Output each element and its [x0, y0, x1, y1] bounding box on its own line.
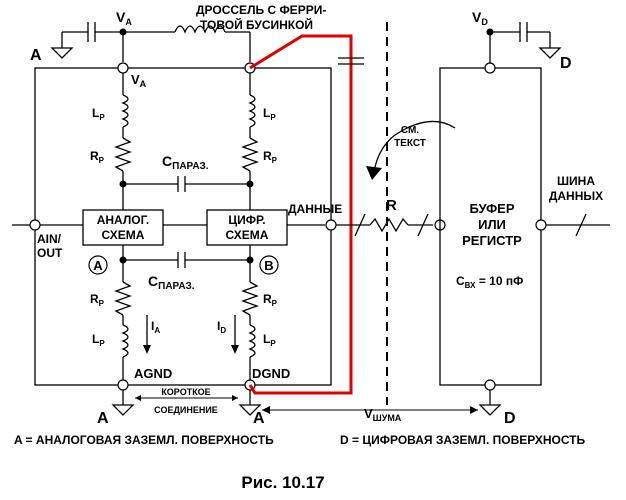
buffer-label-1: БУФЕР	[469, 201, 514, 216]
node-a-label: A	[93, 258, 103, 273]
va-inner-label: VA	[131, 72, 147, 89]
vnoise-label: VШУМА	[364, 406, 402, 423]
agnd-label: AGND	[134, 366, 172, 381]
node-b-label: B	[264, 258, 273, 273]
choke-label-1: ДРОССЕЛЬ С ФЕРРИ-	[196, 3, 326, 17]
resistor-rp-left-top	[114, 137, 132, 172]
data-label: ДАННЫЕ	[288, 202, 342, 216]
ground-symbol-a2	[238, 404, 262, 416]
lp-label-lb: LP	[92, 332, 105, 348]
ain-label-1: AIN/	[37, 232, 62, 246]
va-pin-analog	[117, 62, 129, 74]
see-text-label-2: ТЕКСТ	[394, 138, 426, 149]
inductor-lp-right-bottom	[248, 324, 256, 358]
id-label: ID	[217, 319, 226, 335]
gnd-d-label: D	[504, 410, 516, 427]
buffer-gnd-pin	[484, 379, 496, 391]
digital-block-label-2: СХЕМА	[226, 228, 269, 242]
dgnd-label: DGND	[252, 366, 290, 381]
choke-label-2: ТОВОЙ БУСИНКОЙ	[200, 17, 313, 32]
ground-symbol-a1	[111, 404, 135, 416]
current-arrow-ia	[143, 345, 151, 354]
inductor-lp-right-top	[248, 94, 256, 128]
short-label-1: КОРОТКОЕ	[161, 387, 210, 397]
ain-out-pin	[29, 219, 41, 231]
inductor-lp-left-top	[121, 94, 129, 128]
resistor-rp-right-top	[241, 137, 259, 172]
rp-label-lb: RP	[90, 292, 105, 308]
buffer-output-pin	[535, 219, 547, 231]
lp-label-rt: LP	[263, 106, 276, 122]
legend-digital: D = ЦИФРОВАЯ ЗАЗЕМЛ. ПОВЕРХНОСТЬ	[340, 433, 586, 447]
short-label-2: СОЕДИНЕНИЕ	[154, 405, 218, 415]
cpar-label-top: CПАРАЗ.	[162, 153, 209, 172]
ground-symbol-top-left	[50, 47, 74, 59]
bus-label-2: ДАННЫХ	[549, 189, 603, 203]
va-top-label: VA	[116, 9, 132, 27]
gnd-a2-label: A	[253, 410, 265, 427]
cin-label: CВХ = 10 пФ	[456, 274, 523, 290]
digital-block-label-1: ЦИФР.	[228, 213, 265, 227]
ground-symbol-top-right	[538, 47, 562, 59]
resistor-rp-right-bottom	[241, 281, 259, 316]
lp-label-rb: LP	[263, 332, 276, 348]
ground-symbol-d	[478, 404, 502, 416]
legend-analog: A = АНАЛОГОВАЯ ЗАЗЕМЛ. ПОВЕРХНОСТЬ	[14, 433, 274, 447]
figure-caption: Рис. 10.17	[241, 473, 324, 492]
see-text-label-1: СМ.	[401, 125, 419, 136]
series-resistor-r	[369, 217, 409, 233]
current-arrow-id	[231, 345, 239, 354]
buffer-label-3: РЕГИСТР	[462, 233, 522, 248]
a-top-left-label: A	[30, 47, 42, 64]
d-top-right-label: D	[560, 55, 572, 72]
buffer-label-2: ИЛИ	[478, 217, 506, 232]
analog-block-label-1: АНАЛОГ.	[97, 213, 150, 227]
rp-label-rb: RP	[263, 292, 278, 308]
data-pin	[325, 219, 337, 231]
gnd-a1-label: A	[97, 410, 109, 427]
vd-top-label: VD	[472, 9, 488, 27]
ferrite-choke	[174, 25, 226, 34]
digital-block	[206, 209, 288, 246]
cpar-label-bottom: CПАРАЗ.	[148, 273, 195, 292]
vd-pin-buffer	[484, 62, 496, 74]
resistor-rp-left-bottom	[114, 281, 132, 316]
ain-label-2: OUT	[37, 246, 63, 260]
ia-label: IA	[151, 319, 160, 335]
res-r-label: R	[386, 197, 397, 214]
lp-label-lt: LP	[92, 106, 105, 122]
agnd-pin	[117, 379, 129, 391]
rp-label-lt: RP	[90, 149, 105, 165]
inductor-lp-left-bottom	[121, 324, 129, 358]
rp-label-rt: RP	[263, 149, 278, 165]
ground-return-path	[248, 34, 353, 395]
bus-label-1: ШИНА	[557, 174, 595, 188]
analog-block-label-2: СХЕМА	[102, 228, 145, 242]
